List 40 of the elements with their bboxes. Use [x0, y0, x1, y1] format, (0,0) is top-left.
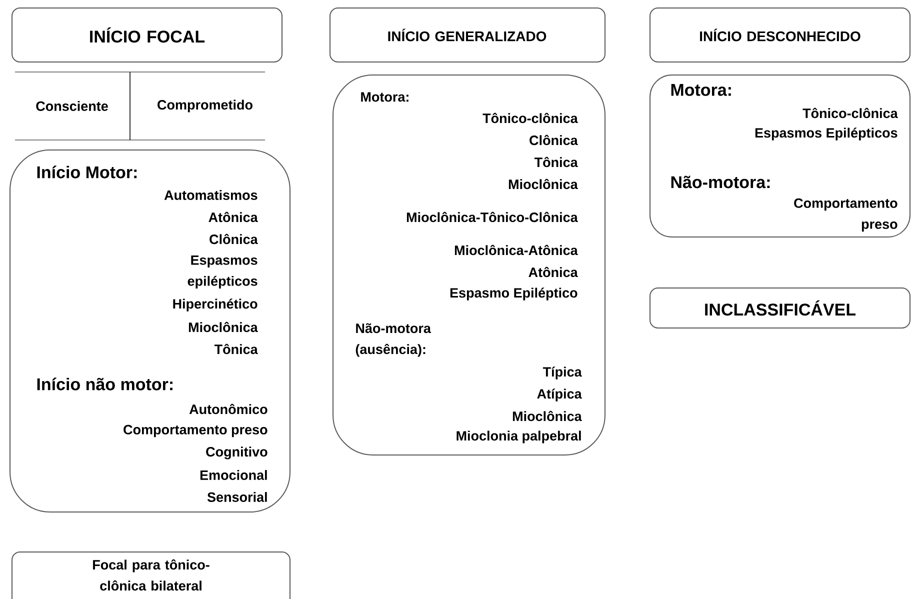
- header-box: INÍCIO DESCONHECIDO: [650, 8, 910, 62]
- header-box: INÍCIO FOCAL: [12, 8, 282, 62]
- section-heading: Não-motora (ausência):: [356, 323, 432, 357]
- list-item: Clônica: [210, 234, 258, 244]
- list-item: Automatismos: [164, 190, 258, 200]
- section-heading: Não-motora:: [671, 176, 770, 188]
- list-item: Mioclônica-Tônico-Clônica: [406, 212, 578, 222]
- list-item: Mioclonia palpebral: [456, 430, 581, 444]
- list-item: Tônico-clônica: [802, 108, 898, 118]
- header-box: INCLASSIFICÁVEL: [650, 288, 910, 328]
- list-item: Típica: [542, 366, 582, 380]
- list-item: Hipercinético: [173, 298, 258, 312]
- list-item: Tônica: [534, 156, 578, 168]
- list-item: Emocional: [200, 470, 267, 480]
- list-item: Comportamento preso: [124, 424, 268, 438]
- list-item: Tônico-clônica: [482, 112, 578, 124]
- list-item: Consciente: [36, 101, 108, 111]
- list-item: Clônica: [530, 134, 578, 146]
- section-heading: Início Motor:: [37, 166, 137, 178]
- list-item: Mioclônica: [512, 410, 582, 422]
- header-box: Focal para tônico-clônica bilateral: [12, 552, 290, 599]
- list-item: Atípica: [537, 388, 582, 402]
- section-heading: Início não motor:: [37, 378, 172, 390]
- header-box: INÍCIO GENERALIZADO: [330, 8, 606, 62]
- list-item: Cognitivo: [206, 446, 268, 460]
- list-item: Comprometido: [158, 100, 252, 112]
- section-heading: Motora:: [671, 84, 731, 96]
- list-item: Mioclônica-Atônica: [454, 244, 578, 256]
- list-item: Autonômico: [189, 404, 268, 414]
- list-item: Atônica: [208, 212, 258, 222]
- list-item: Tônica: [214, 344, 258, 354]
- list-item: Atônica: [528, 266, 578, 278]
- list-item: Mioclônica: [508, 178, 578, 190]
- list-item: Sensorial: [207, 492, 267, 502]
- list-item: Motora:: [361, 92, 408, 102]
- list-item: Espasmo Epiléptico: [450, 288, 578, 300]
- list-item: Espasmos epilépticos: [188, 255, 258, 289]
- list-item: Espasmos Epilépticos: [755, 128, 898, 140]
- list-item: Comportamento preso: [794, 198, 898, 232]
- list-item: Mioclônica: [188, 322, 258, 332]
